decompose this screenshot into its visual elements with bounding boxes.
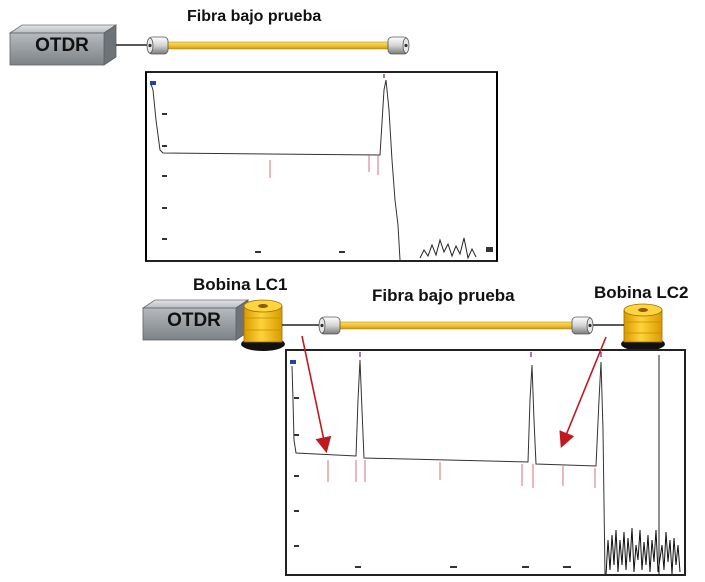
otdr-label-top: OTDR bbox=[35, 35, 89, 56]
spool-lc2-label: Bobina LC2 bbox=[594, 283, 689, 302]
spool-lc1-label: Bobina LC1 bbox=[193, 275, 288, 294]
spool-lc1 bbox=[241, 299, 285, 351]
otdr-label-bottom: OTDR bbox=[167, 310, 221, 331]
x-ticks-bottom bbox=[355, 566, 571, 568]
trace-line-bottom bbox=[291, 359, 606, 576]
connector-right-bottom bbox=[571, 316, 594, 335]
arrow-lc1 bbox=[301, 335, 332, 454]
y-ticks-bottom bbox=[294, 397, 299, 547]
fiber-under-test-bottom bbox=[318, 316, 594, 335]
otdr-device-bottom bbox=[141, 299, 250, 341]
noise-bottom bbox=[605, 527, 681, 576]
connector-left-top bbox=[146, 36, 169, 55]
marker-top bbox=[150, 81, 156, 85]
connector-left-bottom bbox=[318, 316, 341, 335]
arrow-lc2 bbox=[559, 336, 607, 448]
otdr-trace-bottom bbox=[285, 349, 686, 576]
trace-line-top bbox=[150, 79, 401, 261]
x-ticks-top bbox=[255, 247, 493, 253]
y-ticks-top bbox=[162, 113, 167, 240]
fiber-label-bottom: Fibra bajo prueba bbox=[372, 286, 515, 305]
event-annotations-bottom bbox=[327, 460, 596, 488]
fiber-label-top: Fibra bajo prueba bbox=[187, 8, 322, 25]
fiber-under-test-top bbox=[146, 36, 410, 55]
otdr-trace-top bbox=[145, 71, 498, 262]
marker-bottom bbox=[290, 360, 296, 364]
connector-right-top bbox=[387, 36, 410, 55]
spool-lc2 bbox=[621, 303, 665, 351]
otdr-device-top bbox=[8, 24, 118, 66]
event-annotations-top bbox=[269, 155, 379, 178]
noise-top bbox=[419, 237, 477, 260]
